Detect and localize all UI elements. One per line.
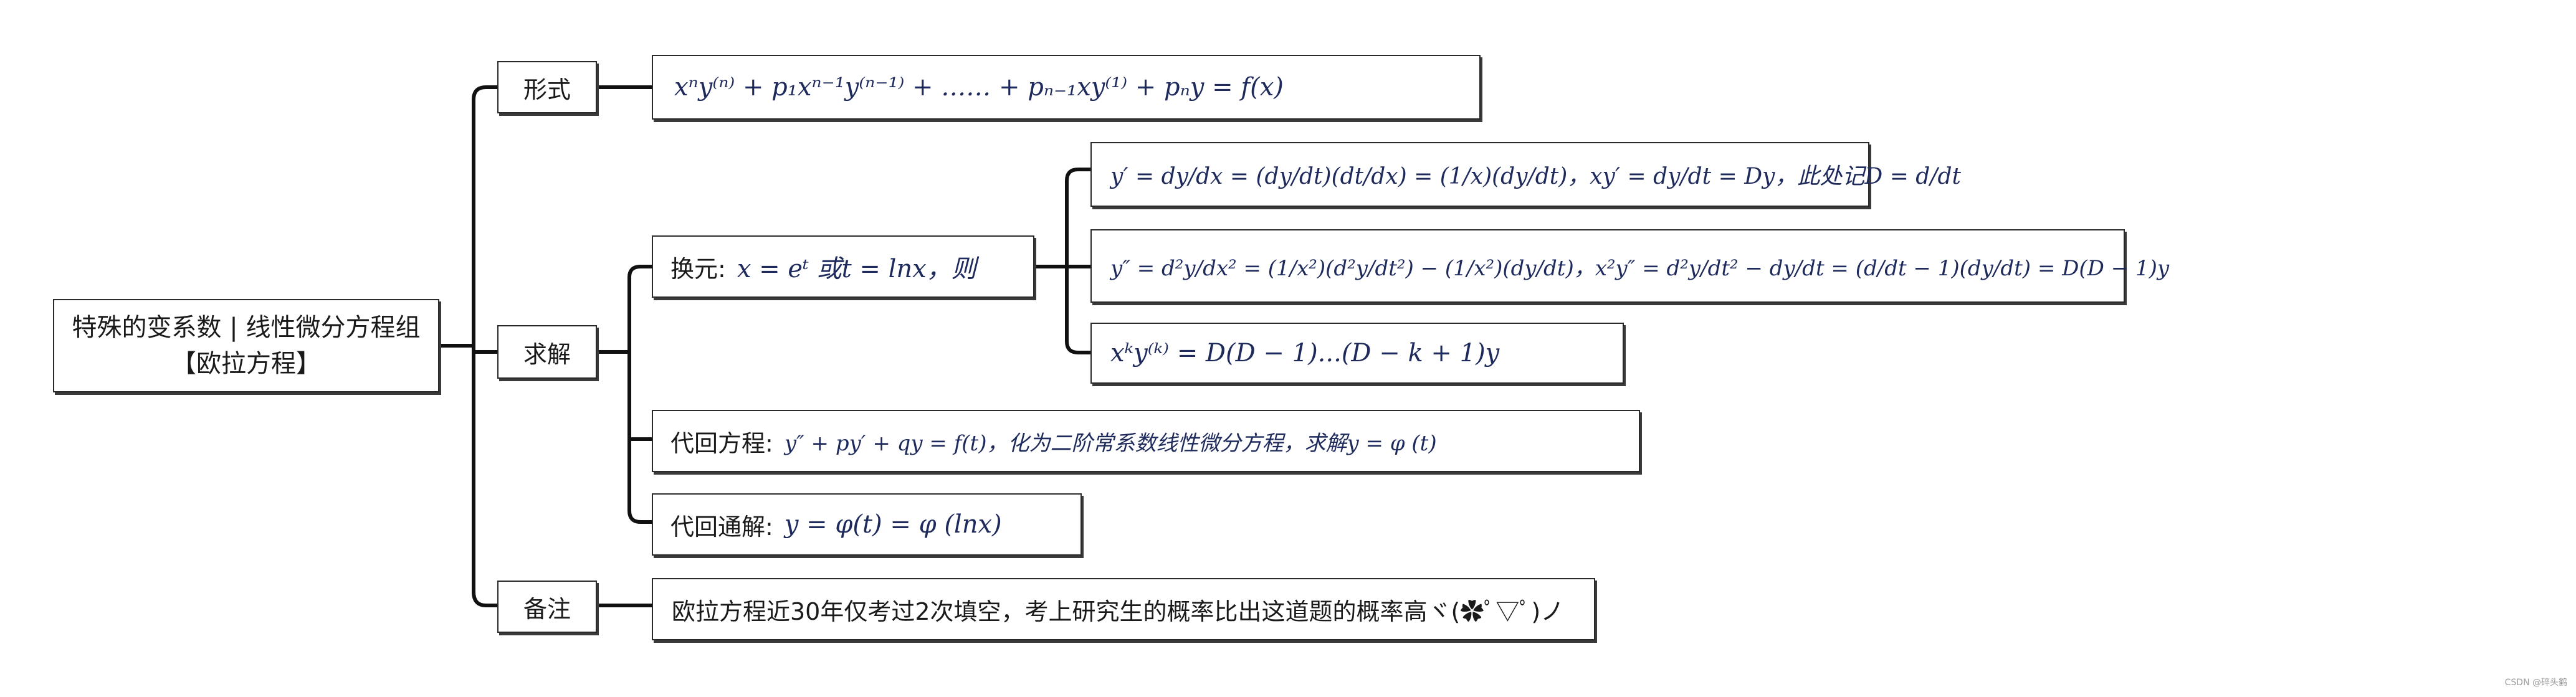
derivative-formula-1: y′ = dy/dx = (dy/dt)(dt/dx) = (1/x)(dy/d… bbox=[1110, 164, 1961, 189]
back-substitute-formula: y″ + py′ + qy = f(t)，化为二阶常系数线性微分方程，求解y =… bbox=[784, 430, 1437, 456]
general-solution-prefix: 代回通解: bbox=[670, 513, 773, 541]
root-subtitle: 【欧拉方程】 bbox=[171, 349, 321, 378]
substitution-formula: x = eᵗ 或t = lnx，则 bbox=[737, 255, 976, 283]
derivative-formula-2: y″ = d²y/dx² = (1/x²)(d²y/dt²) − (1/x²)(… bbox=[1110, 255, 2170, 281]
form-formula-node[interactable]: xⁿy⁽ⁿ⁾ + p₁xⁿ⁻¹y⁽ⁿ⁻¹⁾ + …… + pₙ₋₁xy⁽¹⁾ +… bbox=[652, 55, 1481, 120]
branch-solve-label: 求解 bbox=[523, 340, 571, 368]
branch-note[interactable]: 备注 bbox=[497, 581, 597, 633]
note-node[interactable]: 欧拉方程近30年仅考过2次填空，考上研究生的概率比出这道题的概率高ヾ(✿ﾟ▽ﾟ)… bbox=[652, 578, 1595, 640]
general-solution-formula: y = φ(t) = φ (lnx) bbox=[784, 510, 1002, 539]
connector-derivatives bbox=[1033, 168, 1092, 354]
watermark-text: CSDN @碎头鹤 bbox=[2504, 678, 2567, 688]
back-substitute-node[interactable]: 代回方程: y″ + py′ + qy = f(t)，化为二阶常系数线性微分方程… bbox=[652, 410, 1640, 472]
branch-form-label: 形式 bbox=[523, 75, 571, 103]
back-substitute-prefix: 代回方程: bbox=[670, 429, 773, 457]
general-solution-node[interactable]: 代回通解: y = φ(t) = φ (lnx) bbox=[652, 493, 1082, 556]
connector-trunk bbox=[472, 85, 499, 607]
derivative-node-2[interactable]: y″ = d²y/dx² = (1/x²)(d²y/dt²) − (1/x²)(… bbox=[1090, 229, 2169, 303]
note-text: 欧拉方程近30年仅考过2次填空，考上研究生的概率比出这道题的概率高ヾ(✿ﾟ▽ﾟ)… bbox=[672, 597, 1565, 625]
derivative-formula-3: xᵏy⁽ᵏ⁾ = D(D − 1)...(D − k + 1)y bbox=[1110, 339, 1500, 367]
branch-solve[interactable]: 求解 bbox=[497, 325, 597, 379]
connector-solve bbox=[595, 265, 654, 524]
root-node[interactable]: 特殊的变系数 | 线性微分方程组 【欧拉方程】 bbox=[53, 299, 439, 392]
root-title: 特殊的变系数 | 线性微分方程组 bbox=[72, 313, 421, 342]
derivative-node-3[interactable]: xᵏy⁽ᵏ⁾ = D(D − 1)...(D − k + 1)y bbox=[1090, 323, 1624, 384]
substitution-node[interactable]: 换元: x = eᵗ 或t = lnx，则 bbox=[652, 235, 1034, 298]
form-formula: xⁿy⁽ⁿ⁾ + p₁xⁿ⁻¹y⁽ⁿ⁻¹⁾ + …… + pₙ₋₁xy⁽¹⁾ +… bbox=[674, 73, 1284, 102]
substitution-prefix: 换元: bbox=[670, 255, 726, 283]
branch-form[interactable]: 形式 bbox=[497, 61, 597, 113]
derivative-node-1[interactable]: y′ = dy/dx = (dy/dt)(dt/dx) = (1/x)(dy/d… bbox=[1090, 142, 1961, 207]
branch-note-label: 备注 bbox=[523, 595, 571, 623]
